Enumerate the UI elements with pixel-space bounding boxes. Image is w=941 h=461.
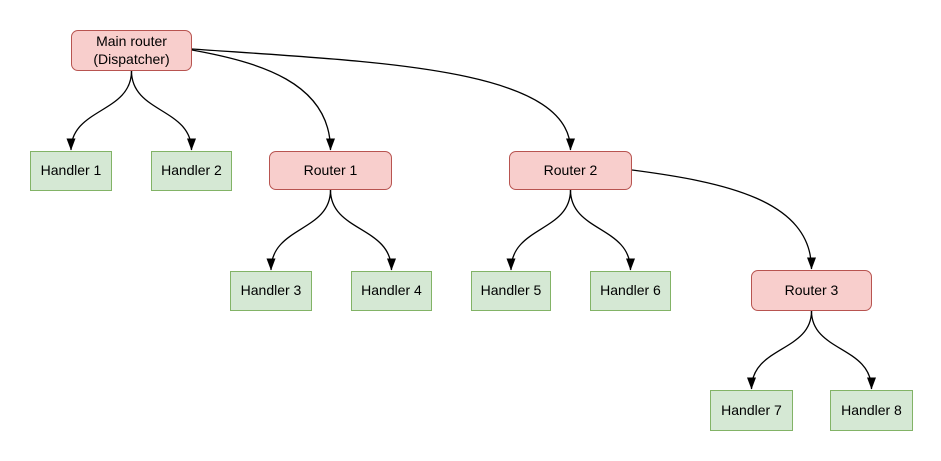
edge-main-to-handler2 [130, 70, 196, 151]
node-handler-8: Handler 8 [830, 390, 913, 431]
edge-router2-to-handler6 [569, 189, 635, 271]
node-handler-6: Handler 6 [590, 271, 671, 311]
node-handler-1: Handler 1 [30, 151, 112, 191]
edge-router3-to-handler8 [810, 310, 876, 390]
node-handler-7: Handler 7 [710, 390, 793, 431]
node-handler-2: Handler 2 [151, 151, 232, 191]
edge-router1-to-handler3 [266, 189, 332, 271]
node-main-router: Main router (Dispatcher) [71, 30, 192, 71]
node-handler-4: Handler 4 [351, 271, 432, 311]
edge-main-to-router1 [191, 49, 335, 151]
edge-router2-to-handler5 [506, 189, 572, 271]
edge-router2-to-router3 [631, 169, 816, 270]
edge-main-to-handler1 [66, 70, 133, 151]
edge-router3-to-handler7 [747, 310, 813, 390]
node-handler-5: Handler 5 [471, 271, 551, 311]
node-router-3: Router 3 [751, 270, 872, 311]
edge-main-to-router2 [191, 48, 575, 151]
node-router-2: Router 2 [509, 151, 632, 190]
node-router-1: Router 1 [269, 151, 392, 190]
node-handler-3: Handler 3 [230, 271, 312, 311]
edge-router1-to-handler4 [329, 189, 396, 271]
